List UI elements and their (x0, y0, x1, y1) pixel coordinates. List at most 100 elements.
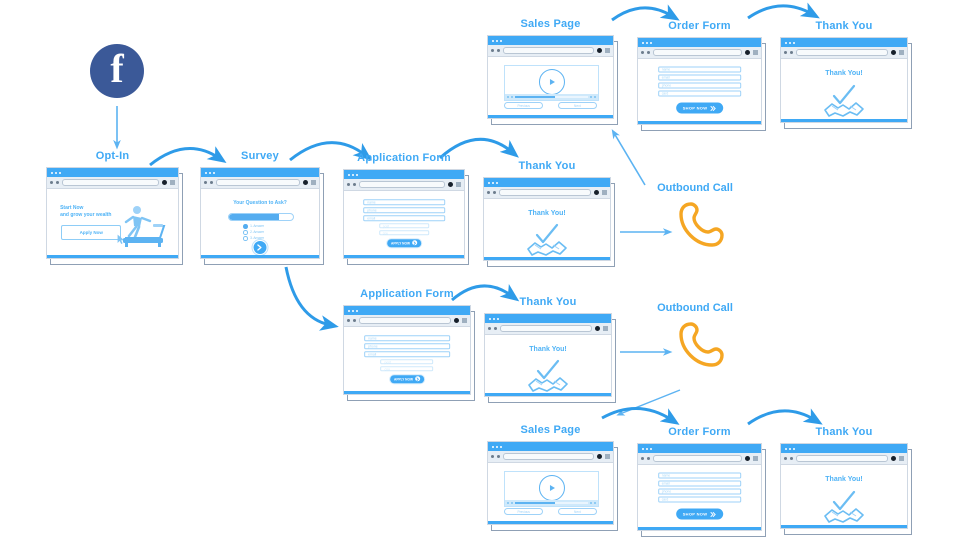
address-bar[interactable] (503, 47, 594, 54)
extra-field-1[interactable]: post (378, 223, 430, 229)
shop-now-button[interactable]: SHOP NOW (675, 508, 724, 520)
profile-icon[interactable] (594, 190, 599, 195)
back-icon[interactable] (488, 327, 491, 330)
video-player[interactable] (504, 65, 599, 101)
survey-option[interactable]: 3. Answer (243, 236, 264, 241)
profile-icon[interactable] (162, 180, 167, 185)
phone-field[interactable]: phone (657, 488, 742, 495)
profile-icon[interactable] (595, 326, 600, 331)
email-field[interactable]: email (364, 351, 450, 358)
extra-field-2[interactable]: cou (380, 366, 434, 372)
apply-now-button[interactable]: APPLY NOW (387, 238, 421, 247)
menu-icon[interactable] (899, 50, 904, 55)
address-bar[interactable] (653, 455, 742, 462)
card-field[interactable]: card (657, 496, 742, 503)
name-field[interactable]: name (363, 199, 445, 206)
profile-icon[interactable] (303, 180, 308, 185)
menu-icon[interactable] (753, 50, 758, 55)
volume-icon[interactable] (589, 95, 592, 98)
profile-icon[interactable] (891, 456, 896, 461)
fullscreen-icon[interactable] (593, 95, 596, 98)
forward-icon[interactable] (497, 455, 500, 458)
previous-button[interactable]: Previous (504, 508, 544, 516)
profile-icon[interactable] (891, 50, 896, 55)
menu-icon[interactable] (603, 326, 608, 331)
survey-next-button[interactable] (252, 240, 268, 255)
profile-icon[interactable] (745, 50, 750, 55)
apply-now-button[interactable]: APPLY NOW (390, 374, 424, 383)
node-thank-you-bottom-left[interactable]: Thank You Thank You! (484, 296, 616, 403)
next-button[interactable]: Next (557, 508, 597, 516)
node-sales-page-bottom[interactable]: Sales Page (487, 424, 618, 531)
forward-icon[interactable] (353, 183, 356, 186)
apply-now-button[interactable]: Apply Now (61, 225, 125, 245)
radio-icon[interactable] (243, 230, 249, 235)
next-button[interactable]: Next (557, 102, 597, 110)
forward-icon[interactable] (647, 51, 650, 54)
phone-field[interactable]: phone (364, 343, 450, 350)
forward-icon[interactable] (790, 51, 793, 54)
node-survey[interactable]: Survey Your Question to Ask? (200, 150, 324, 265)
stop-icon[interactable] (511, 95, 514, 98)
back-icon[interactable] (487, 191, 490, 194)
name-field[interactable]: name (364, 335, 450, 342)
previous-button[interactable]: Previous (504, 102, 544, 110)
video-progress-bar[interactable] (505, 94, 598, 100)
node-thank-you-bottom-right[interactable]: Thank You Thank You! (780, 426, 912, 535)
address-bar[interactable] (796, 49, 888, 56)
radio-icon[interactable] (243, 223, 249, 229)
forward-icon[interactable] (353, 319, 356, 322)
back-icon[interactable] (204, 181, 207, 184)
extra-field-1[interactable]: post (380, 359, 434, 365)
forward-icon[interactable] (790, 457, 793, 460)
address-bar[interactable] (359, 317, 451, 324)
back-icon[interactable] (491, 455, 494, 458)
menu-icon[interactable] (462, 318, 467, 323)
address-bar[interactable] (499, 189, 591, 196)
address-bar[interactable] (796, 455, 888, 462)
address-bar[interactable] (653, 49, 742, 56)
profile-icon[interactable] (454, 318, 459, 323)
forward-icon[interactable] (210, 181, 213, 184)
video-player[interactable] (504, 471, 599, 507)
address-bar[interactable] (216, 179, 300, 186)
email-field[interactable]: email (363, 215, 445, 222)
profile-icon[interactable] (597, 454, 602, 459)
stop-icon[interactable] (511, 501, 514, 504)
play-pause-icon[interactable] (507, 501, 510, 504)
back-icon[interactable] (50, 181, 53, 184)
address-bar[interactable] (503, 453, 594, 460)
forward-icon[interactable] (56, 181, 59, 184)
menu-icon[interactable] (456, 182, 461, 187)
forward-icon[interactable] (494, 327, 497, 330)
volume-icon[interactable] (589, 501, 592, 504)
address-bar[interactable] (62, 179, 159, 186)
node-thank-you-mid[interactable]: Thank You Thank You! (483, 160, 615, 267)
forward-icon[interactable] (647, 457, 650, 460)
play-pause-icon[interactable] (507, 95, 510, 98)
name-field[interactable]: name (657, 66, 742, 73)
node-thank-you-top-right[interactable]: Thank You Thank You! (780, 20, 912, 129)
menu-icon[interactable] (311, 180, 316, 185)
radio-icon[interactable] (243, 236, 249, 241)
menu-icon[interactable] (899, 456, 904, 461)
node-order-form-bottom[interactable]: Order Form name (637, 426, 766, 537)
email-field[interactable]: email (657, 74, 742, 81)
survey-option[interactable]: 1. Answer (243, 223, 264, 229)
menu-icon[interactable] (605, 48, 610, 53)
forward-icon[interactable] (493, 191, 496, 194)
video-scrubber[interactable] (515, 95, 588, 98)
node-optin[interactable]: Opt-In Start Now (46, 150, 183, 265)
name-field[interactable]: name (657, 472, 742, 479)
card-field[interactable]: card (657, 90, 742, 97)
video-scrubber[interactable] (515, 501, 588, 504)
node-sales-page-top[interactable]: Sales Page (487, 18, 618, 125)
back-icon[interactable] (641, 51, 644, 54)
forward-icon[interactable] (497, 49, 500, 52)
back-icon[interactable] (784, 51, 787, 54)
menu-icon[interactable] (602, 190, 607, 195)
address-bar[interactable] (359, 181, 445, 188)
back-icon[interactable] (347, 183, 350, 186)
profile-icon[interactable] (745, 456, 750, 461)
video-progress-bar[interactable] (505, 500, 598, 506)
